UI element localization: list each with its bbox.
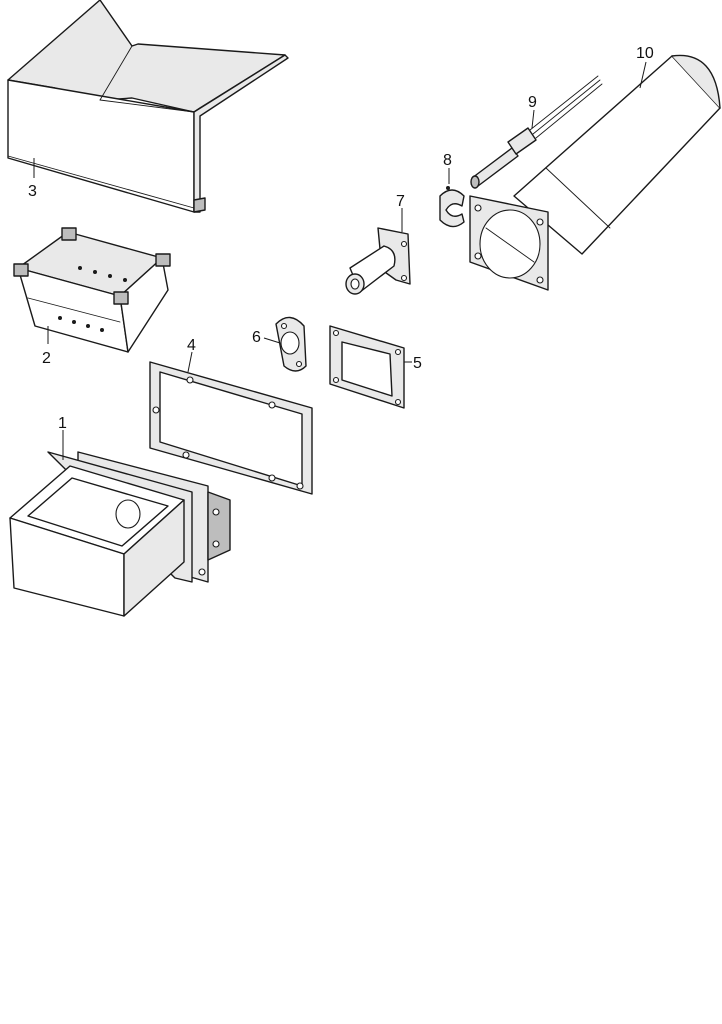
callout-7: 7	[396, 193, 405, 210]
callout-labels: 1 2 3 4 5 6 7 8 9 10	[28, 45, 654, 432]
callout-10: 10	[636, 45, 654, 62]
callout-3: 3	[28, 183, 37, 200]
part-3-hopper-tray	[7, 0, 289, 213]
part-5-square-gasket	[329, 325, 405, 409]
part-7-igniter-tube	[345, 227, 411, 295]
callout-4: 4	[187, 337, 196, 354]
part-10-combustion-tube	[469, 54, 721, 291]
leader-lines	[33, 61, 647, 460]
callout-8: 8	[443, 152, 452, 169]
part-8-clip	[439, 186, 465, 228]
callout-9: 9	[528, 94, 537, 111]
part-9-sensor-rod	[470, 75, 603, 189]
callout-2: 2	[42, 350, 51, 367]
part-2-grate-basket	[13, 227, 171, 353]
callout-5: 5	[413, 355, 422, 372]
part-1-burner-housing	[9, 451, 231, 617]
part-6-small-flange	[275, 316, 307, 372]
callout-6: 6	[252, 329, 261, 346]
callout-1: 1	[58, 415, 67, 432]
part-4-large-gasket	[149, 361, 313, 495]
